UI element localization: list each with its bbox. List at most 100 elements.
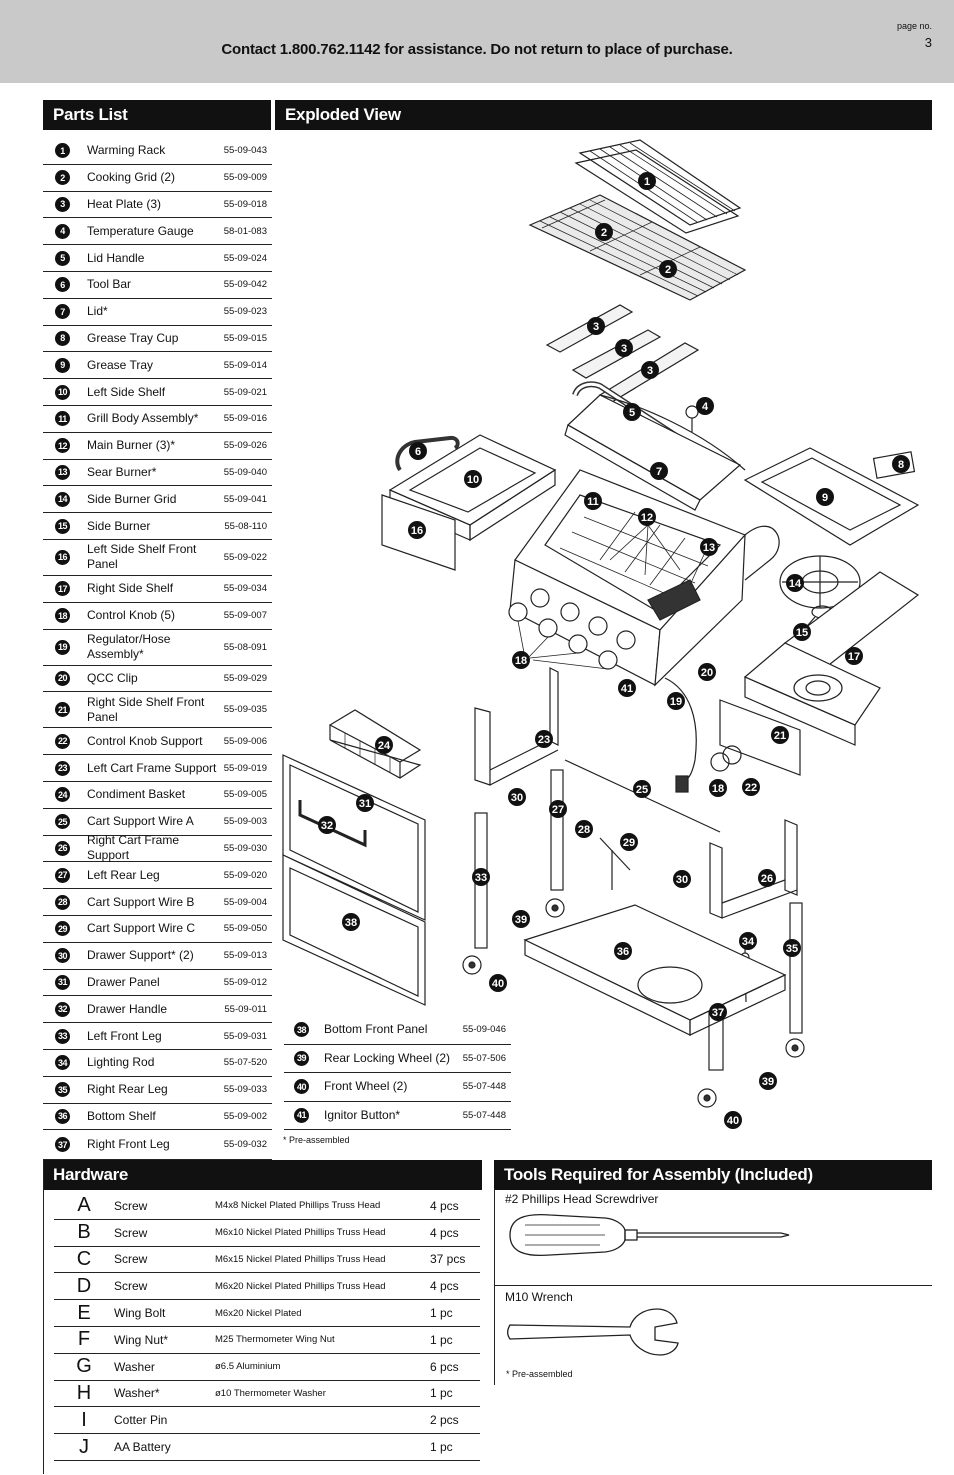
tools-divider	[494, 1285, 932, 1286]
part-code: 55-09-043	[223, 145, 267, 157]
part-number-badge: 6	[55, 277, 70, 293]
callout-label: 7	[656, 466, 662, 478]
part-name: Heat Plate (3)	[87, 196, 162, 211]
part-code: 55-09-020	[223, 869, 267, 881]
callout-label: 1	[644, 176, 650, 188]
part-code: 55-09-004	[223, 896, 267, 908]
callout-badge: 15	[793, 623, 811, 641]
callout-badge: 33	[472, 868, 490, 886]
callout-label: 28	[578, 824, 590, 836]
part-name: Left Side Shelf Front Panel	[87, 542, 197, 572]
callout-label: 2	[601, 227, 607, 239]
hardware-name: Wing Nut*	[114, 1332, 169, 1347]
part-name: Tool Bar	[87, 277, 132, 292]
part-number-badge: 8	[55, 330, 70, 346]
callout-badge: 32	[318, 816, 336, 834]
callout-badge: 6	[409, 442, 427, 460]
callout-label: 38	[345, 917, 357, 929]
callout-badge: 18	[709, 779, 727, 797]
bottom-shelf-drawing	[523, 904, 787, 1036]
callout-label: 29	[623, 837, 635, 849]
part-number-badge: 33	[55, 1028, 70, 1044]
callout-label: 3	[647, 365, 653, 377]
callout-badge: 7	[650, 462, 668, 480]
callout-badge: 30	[673, 870, 691, 888]
part-code: 55-09-024	[223, 252, 267, 264]
callout-label: 36	[617, 946, 629, 958]
part-name: Right Side Shelf	[87, 581, 174, 596]
part-code: 55-08-091	[223, 641, 267, 653]
part-code: 55-07-448	[462, 1109, 506, 1121]
part-code: 55-09-003	[223, 816, 267, 828]
callout-badge: 35	[783, 939, 801, 957]
hardware-name: AA Battery	[114, 1440, 171, 1455]
callout-badge: 31	[356, 794, 374, 812]
tools-heading: Tools Required for Assembly (Included)	[494, 1160, 932, 1190]
callout-label: 4	[702, 401, 709, 413]
part-number-badge: 23	[55, 760, 70, 776]
hardware-quantity: 1 pc	[430, 1306, 453, 1321]
callout-label: 13	[703, 542, 715, 554]
part-code: 55-09-023	[223, 306, 267, 318]
part-number-badge: 18	[55, 608, 70, 624]
part-number-badge: 40	[294, 1079, 309, 1095]
part-code: 55-07-448	[462, 1081, 506, 1093]
part-name: Right Front Leg	[87, 1137, 170, 1152]
callout-badge: 40	[489, 974, 507, 992]
callout-badge: 29	[620, 833, 638, 851]
part-code: 58-01-083	[223, 225, 267, 237]
callout-label: 2	[665, 264, 671, 276]
hardware-quantity: 6 pcs	[430, 1359, 459, 1374]
part-name: Lighting Rod	[87, 1055, 155, 1070]
part-number-badge: 12	[55, 438, 70, 454]
callout-label: 20	[701, 667, 713, 679]
part-name: Drawer Handle	[87, 1001, 168, 1016]
callout-label: 17	[848, 651, 860, 663]
part-number-badge: 5	[55, 250, 70, 266]
callout-badge: 12	[638, 508, 656, 526]
callout-label: 40	[492, 978, 504, 990]
parts-list-heading: Parts List	[43, 100, 271, 130]
part-code: 55-09-013	[223, 950, 267, 962]
part-code: 55-09-026	[223, 440, 267, 452]
callout-label: 11	[587, 496, 599, 508]
callout-badge: 17	[845, 647, 863, 665]
callout-label: 22	[745, 782, 757, 794]
hardware-quantity: 1 pc	[430, 1332, 453, 1347]
part-code: 55-09-029	[223, 672, 267, 684]
callout-label: 12	[641, 512, 653, 524]
part-code: 55-09-040	[223, 466, 267, 478]
hardware-letter: G	[76, 1355, 92, 1378]
callout-badge: 36	[614, 942, 632, 960]
part-code: 55-09-005	[223, 789, 267, 801]
callout-badge: 2	[595, 223, 613, 241]
part-name: Left Rear Leg	[87, 867, 160, 882]
part-number-badge: 22	[55, 733, 70, 749]
callout-badge: 11	[584, 492, 602, 510]
callout-badge: 16	[408, 521, 426, 539]
wheels-drawing	[462, 898, 805, 1108]
part-code: 55-09-033	[223, 1084, 267, 1096]
part-number-badge: 9	[55, 357, 70, 373]
tool-screwdriver-label: #2 Phillips Head Screwdriver	[505, 1192, 659, 1206]
part-number-badge: 3	[55, 196, 70, 212]
part-name: Drawer Support* (2)	[87, 948, 194, 963]
part-number-badge: 29	[55, 921, 70, 937]
screwdriver-icon	[509, 1213, 790, 1257]
callout-badge: 26	[758, 869, 776, 887]
part-number-badge: 1	[55, 143, 70, 159]
callout-label: 14	[789, 578, 802, 590]
callout-badge: 39	[512, 910, 530, 928]
